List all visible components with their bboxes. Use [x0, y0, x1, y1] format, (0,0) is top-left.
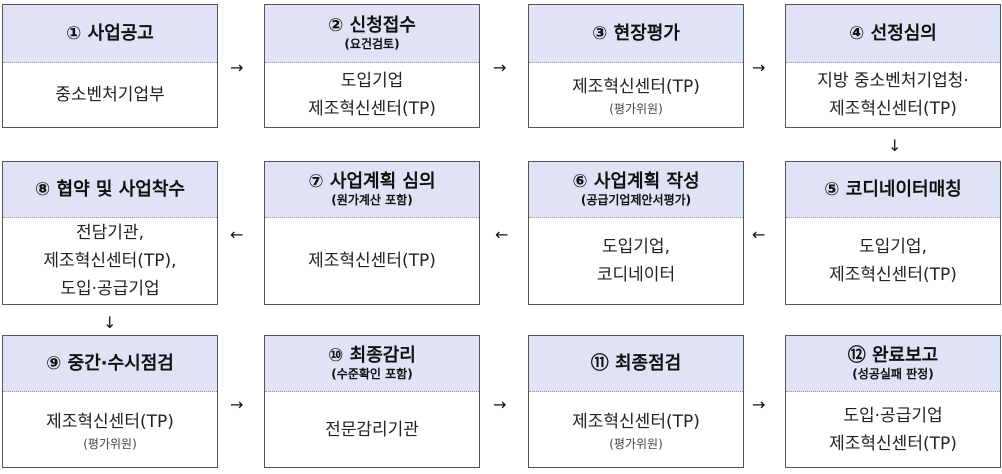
step-body: 제조혁신센터(TP) (평가위원): [529, 63, 743, 127]
step-title: ⑤ 코디네이터매칭: [824, 178, 962, 200]
arrow-right-icon: →: [752, 395, 766, 414]
arrow-right-icon: →: [230, 58, 244, 77]
step-note: (평가위원): [83, 436, 137, 451]
step-actor: 지방 중소벤처기업청·: [817, 71, 969, 91]
step-subtitle: (요건검토): [344, 37, 400, 51]
arrow-down-icon: ↓: [888, 136, 902, 155]
arrow-left-icon: ←: [495, 225, 509, 244]
step-header: ⑧ 협약 및 사업착수: [3, 162, 217, 218]
step-actor: 도입기업: [340, 71, 404, 91]
step-title: ⑪ 최종점검: [590, 352, 682, 374]
step-header: ⑫ 완료보고(성공실패 판정): [786, 336, 1000, 392]
step-title: ⑫ 완료보고: [847, 345, 939, 366]
step-header: ③ 현장평가: [529, 5, 743, 63]
step-body: 제조혁신센터(TP) (평가위원): [3, 392, 217, 467]
step-actor: 코디네이터: [596, 265, 676, 285]
step-header: ② 신청접수(요건검토): [265, 5, 479, 63]
step-header: ⑦ 사업계획 심의(원가계산 포함): [265, 162, 479, 218]
arrow-right-icon: →: [752, 58, 766, 77]
step-actor: 제조혁신센터(TP): [308, 99, 436, 119]
step-box-6: ⑥ 사업계획 작성(공급기업제안서평가) 도입기업, 코디네이터: [528, 161, 744, 305]
arrow-down-icon: ↓: [103, 313, 117, 332]
step-subtitle: (수준확인 포함): [331, 367, 413, 381]
step-header: ⑥ 사업계획 작성(공급기업제안서평가): [529, 162, 743, 218]
step-actor: 제조혁신센터(TP): [829, 265, 957, 285]
step-subtitle: (성공실패 판정): [852, 367, 934, 381]
arrow-left-icon: ←: [752, 225, 766, 244]
step-subtitle: (원가계산 포함): [331, 193, 413, 207]
step-actor: 도입기업,: [602, 237, 670, 257]
step-title: ④ 선정심의: [849, 22, 937, 44]
step-body: 중소벤처기업부: [3, 63, 217, 127]
step-title: ⑥ 사업계획 작성: [572, 171, 700, 192]
step-title: ⑧ 협약 및 사업착수: [35, 178, 185, 200]
step-note: (평가위원): [609, 436, 663, 451]
step-header: ① 사업공고: [3, 5, 217, 63]
step-body: 도입기업, 코디네이터: [529, 218, 743, 304]
step-title: ⑦ 사업계획 심의: [308, 171, 436, 192]
step-actor: 중소벤처기업부: [55, 85, 165, 105]
step-body: 지방 중소벤처기업청· 제조혁신센터(TP): [786, 63, 1000, 127]
step-box-10: ⑩ 최종감리(수준확인 포함) 전문감리기관: [264, 335, 480, 468]
step-actor: 도입·공급기업: [60, 279, 160, 299]
step-body: 제조혁신센터(TP) (평가위원): [529, 392, 743, 467]
step-header: ⑤ 코디네이터매칭: [786, 162, 1000, 218]
step-body: 전문감리기관: [265, 392, 479, 467]
step-header: ⑨ 중간·수시점검: [3, 336, 217, 392]
step-subtitle: (공급기업제안서평가): [580, 193, 692, 207]
step-body: 전담기관, 제조혁신센터(TP), 도입·공급기업: [3, 218, 217, 304]
step-actor: 도입기업,: [859, 237, 927, 257]
step-actor: 전문감리기관: [325, 419, 419, 440]
step-actor: 제조혁신센터(TP): [829, 99, 957, 119]
step-body: 도입기업, 제조혁신센터(TP): [786, 218, 1000, 304]
step-actor: 전담기관,: [76, 223, 144, 243]
step-title: ⑨ 중간·수시점검: [46, 352, 174, 374]
step-header: ④ 선정심의: [786, 5, 1000, 63]
step-title: ① 사업공고: [66, 22, 154, 44]
step-header: ⑩ 최종감리(수준확인 포함): [265, 336, 479, 392]
step-header: ⑪ 최종점검: [529, 336, 743, 392]
arrow-left-icon: ←: [230, 225, 244, 244]
step-title: ② 신청접수: [328, 15, 416, 36]
step-actor: 제조혁신센터(TP): [572, 411, 700, 432]
step-box-7: ⑦ 사업계획 심의(원가계산 포함) 제조혁신센터(TP): [264, 161, 480, 305]
step-actor: 제조혁신센터(TP),: [43, 251, 177, 271]
step-actor: 제조혁신센터(TP): [572, 77, 700, 97]
step-actor: 도입·공급기업: [843, 405, 943, 426]
step-body: 제조혁신센터(TP): [265, 218, 479, 304]
step-title: ⑩ 최종감리: [328, 345, 416, 366]
step-actor: 제조혁신센터(TP): [46, 411, 174, 432]
step-note: (평가위원): [609, 102, 663, 116]
step-actor: 제조혁신센터(TP): [308, 251, 436, 271]
arrow-right-icon: →: [230, 395, 244, 414]
arrow-right-icon: →: [493, 395, 507, 414]
step-title: ③ 현장평가: [592, 22, 680, 44]
step-actor: 제조혁신센터(TP): [829, 433, 957, 454]
arrow-right-icon: →: [493, 58, 507, 77]
